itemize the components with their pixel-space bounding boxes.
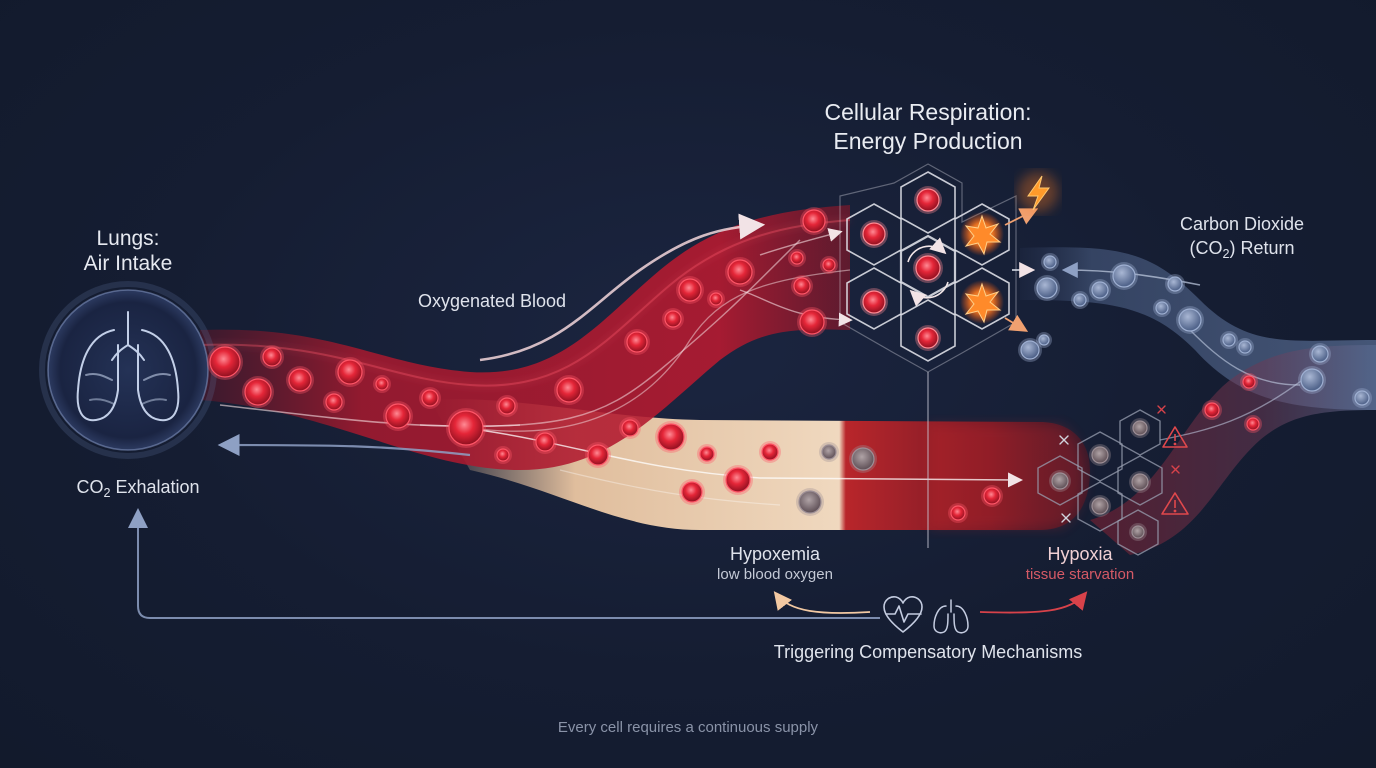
- red-blood-cell: [260, 345, 284, 369]
- deoxygenated-cell: [1049, 470, 1071, 492]
- deoxygenated-cell: [1129, 523, 1147, 541]
- oxygenated-blood-label: Oxygenated Blood: [417, 291, 567, 311]
- red-blood-cell: [679, 479, 705, 505]
- red-blood-cell: [624, 329, 650, 355]
- lungs-title: Lungs: Air Intake: [83, 227, 173, 275]
- red-blood-cell: [207, 344, 243, 380]
- red-blood-cell: [1244, 415, 1262, 433]
- lightning-icon: [1018, 172, 1058, 212]
- co2-return-label: Carbon Dioxide (CO2) Return: [1179, 214, 1305, 261]
- co2-particle: [1153, 299, 1171, 317]
- co2-particle: [1352, 388, 1372, 408]
- heart-pulse-icon: [883, 596, 923, 633]
- deoxygenated-cell: [1130, 418, 1150, 438]
- red-blood-cell: [242, 376, 274, 408]
- deoxygenated-cell: [1129, 471, 1151, 493]
- red-blood-cell: [419, 387, 441, 409]
- hypoxia-glow: [930, 425, 1085, 528]
- red-blood-cell: [496, 395, 518, 417]
- red-blood-cell: [323, 391, 345, 413]
- co2-exhalation-label: CO2 Exhalation: [76, 477, 200, 500]
- co2-particle: [1071, 291, 1089, 309]
- red-blood-cell: [1202, 400, 1222, 420]
- damage-marks: [1059, 405, 1180, 523]
- lungs-icon: [76, 311, 180, 422]
- cell-cluster: [839, 163, 1017, 373]
- red-blood-cell: [383, 401, 413, 431]
- red-blood-cell: [585, 442, 611, 468]
- deoxygenated-cell: [796, 488, 824, 516]
- red-blood-cell: [981, 485, 1003, 507]
- lungs-icon: [933, 599, 969, 634]
- red-blood-cell: [788, 249, 806, 267]
- co2-particle: [1220, 331, 1238, 349]
- co2-particle: [1041, 253, 1059, 271]
- co2-particle: [1236, 338, 1254, 356]
- oxygenated-blood-arrow: [479, 213, 766, 362]
- red-blood-cell: [676, 276, 704, 304]
- cell-nucleus: [860, 288, 888, 316]
- hypoxia-subtitle: tissue starvation: [1025, 566, 1135, 583]
- cell-nucleus: [915, 325, 941, 351]
- hypoxia-title: Hypoxia: [1047, 544, 1113, 564]
- blood-cells-layer: [207, 186, 1372, 541]
- warning-icon: [1161, 426, 1189, 515]
- cell-nucleus: [913, 253, 943, 283]
- red-blood-cell: [697, 444, 717, 464]
- hypoxia-trigger-arrow: [979, 591, 1088, 614]
- cell-nucleus: [860, 220, 888, 248]
- deoxygenated-cell: [849, 445, 877, 473]
- co2-particle: [1089, 279, 1111, 301]
- red-blood-cell: [1240, 373, 1258, 391]
- venous-return-stream: [1090, 345, 1376, 555]
- co2-particle: [1298, 366, 1326, 394]
- co2-particle: [1309, 343, 1331, 365]
- cellular-respiration-title: Cellular Respiration: Energy Production: [824, 99, 1032, 154]
- red-blood-cell: [791, 275, 813, 297]
- red-blood-cell: [723, 465, 753, 495]
- hypoxemia-trigger-arrow: [773, 591, 871, 614]
- red-blood-cell: [533, 430, 557, 454]
- hypoxemia-label: Hypoxemia low blood oxygen: [690, 543, 860, 584]
- red-blood-cell: [619, 417, 641, 439]
- hypoxemia-subtitle: low blood oxygen: [717, 566, 833, 583]
- co2-particle: [1036, 332, 1052, 348]
- co2-particle: [1018, 338, 1042, 362]
- hypoxemia-title: Hypoxemia: [729, 544, 821, 564]
- hypoxia-label: Hypoxia tissue starvation: [1000, 543, 1160, 584]
- respiration-cycle-icon: [907, 237, 949, 307]
- red-blood-cell: [286, 366, 314, 394]
- co2-particle: [1034, 275, 1060, 301]
- red-blood-cell: [494, 446, 512, 464]
- co2-particle: [1110, 262, 1138, 290]
- red-blood-cell: [759, 441, 781, 463]
- co2-return-arrow-to-lungs: [217, 434, 471, 457]
- red-blood-cell: [554, 375, 584, 405]
- red-blood-cell: [820, 256, 838, 274]
- red-blood-cell: [335, 357, 365, 387]
- red-blood-cell: [373, 375, 391, 393]
- red-blood-cell: [797, 307, 827, 337]
- red-blood-cell: [707, 290, 725, 308]
- deoxygenated-cell: [1089, 444, 1111, 466]
- compensation-label: Triggering Compensatory Mechanisms: [773, 642, 1083, 662]
- co2-particle: [1176, 306, 1204, 334]
- deoxygenated-cell: [819, 442, 839, 462]
- deoxygenated-cell: [1089, 495, 1111, 517]
- footer-text: Every cell requires a continuous supply: [557, 719, 819, 736]
- cell-nucleus: [914, 186, 942, 214]
- energy-spark-icons: [960, 212, 1004, 324]
- red-blood-cell: [446, 408, 486, 448]
- feedback-loop-line: [128, 508, 880, 619]
- red-blood-cell: [800, 207, 828, 235]
- lungs-orb: [39, 281, 217, 459]
- red-blood-cell: [725, 257, 755, 287]
- red-blood-cell: [948, 503, 968, 523]
- hypoxia-cell-cluster: [1037, 409, 1163, 556]
- red-blood-cell: [655, 421, 687, 453]
- red-blood-cell: [662, 308, 684, 330]
- co2-particle: [1165, 274, 1185, 294]
